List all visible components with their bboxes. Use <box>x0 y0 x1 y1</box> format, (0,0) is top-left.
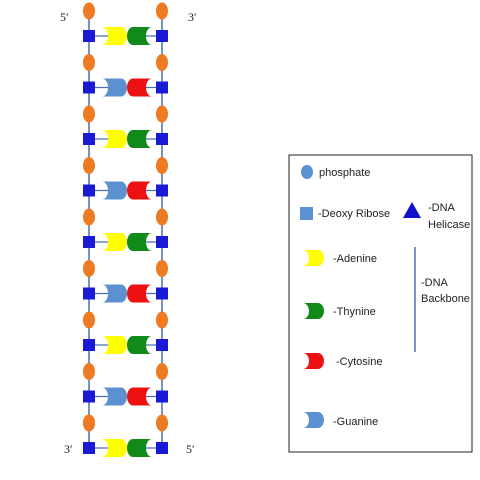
adenine-base <box>102 336 127 354</box>
phosphate-icon <box>156 414 168 432</box>
cytosine-legend-icon <box>303 353 324 369</box>
legend-label-thymine: -Thynine <box>333 306 376 318</box>
legend-label-guanine: -Guanine <box>333 416 378 428</box>
legend-label-helicase-2: Helicase <box>428 219 470 231</box>
deoxyribose-icon <box>156 442 168 454</box>
deoxyribose-icon <box>156 184 168 197</box>
cytosine-base <box>127 78 152 97</box>
adenine-base <box>102 439 127 457</box>
legend-label-helicase-1: -DNA <box>428 202 456 214</box>
phosphate-icon <box>156 105 168 123</box>
thymine-base <box>127 439 152 457</box>
thymine-base <box>127 130 152 148</box>
deoxyribose-icon <box>83 287 95 300</box>
guanine-base <box>102 181 128 200</box>
adenine-base <box>102 233 127 251</box>
thymine-base <box>127 233 152 251</box>
deoxyribose-icon <box>83 236 95 248</box>
legend-label-phosphate: phosphate <box>319 167 370 179</box>
phosphate-icon <box>156 311 168 329</box>
phosphate-icon <box>83 105 95 123</box>
deoxyribose-icon <box>156 30 168 42</box>
phosphate-icon <box>83 157 95 174</box>
deoxyribose-icon <box>83 442 95 454</box>
deoxyribose-icon <box>156 287 168 300</box>
legend: phosphate -Deoxy Ribose -DNA Helicase -A… <box>288 154 473 453</box>
phosphate-icon <box>156 157 168 174</box>
adenine-base <box>102 27 127 45</box>
guanine-legend-icon <box>303 412 324 428</box>
phosphate-icon <box>156 2 168 20</box>
end-label-bottom-right: 5′ <box>186 442 195 456</box>
phosphate-icon <box>156 363 168 380</box>
deoxyribose-icon <box>156 339 168 351</box>
phosphate-icon <box>83 311 95 329</box>
deoxyribose-icon <box>156 133 168 145</box>
legend-label-backbone-2: Backbone <box>421 293 470 305</box>
deoxyribose-icon <box>83 81 95 94</box>
legend-label-cytosine: -Cytosine <box>336 356 382 368</box>
cytosine-base <box>127 284 152 303</box>
deoxyribose-icon <box>156 236 168 248</box>
deoxyribose-icon <box>83 184 95 197</box>
cytosine-base <box>127 181 152 200</box>
deoxyribose-icon <box>83 339 95 351</box>
guanine-base <box>102 387 128 406</box>
phosphate-icon <box>83 54 95 71</box>
guanine-base <box>102 284 128 303</box>
legend-label-deoxyribose: -Deoxy Ribose <box>318 208 390 220</box>
deoxyribose-icon <box>156 81 168 94</box>
end-label-bottom-left: 3′ <box>64 442 73 456</box>
legend-label-backbone-1: -DNA <box>421 277 449 289</box>
phosphate-icon <box>83 414 95 432</box>
helicase-legend-icon <box>403 202 421 218</box>
phosphate-icon <box>83 260 95 277</box>
deoxyribose-icon <box>83 133 95 145</box>
phosphate-icon <box>156 208 168 226</box>
thymine-base <box>127 27 152 45</box>
legend-label-adenine: -Adenine <box>333 253 377 265</box>
phosphate-legend-icon <box>301 165 313 179</box>
deoxyribose-icon <box>83 390 95 403</box>
end-label-top-right: 3′ <box>188 10 197 24</box>
phosphate-icon <box>83 208 95 226</box>
phosphate-icon <box>83 2 95 20</box>
end-label-top-left: 5′ <box>60 10 69 24</box>
deoxyribose-legend-icon <box>300 207 313 220</box>
adenine-base <box>102 130 127 148</box>
phosphate-icon <box>156 54 168 71</box>
thymine-legend-icon <box>303 303 324 319</box>
cytosine-base <box>127 387 152 406</box>
adenine-legend-icon <box>303 250 324 266</box>
thymine-base <box>127 336 152 354</box>
deoxyribose-icon <box>156 390 168 403</box>
deoxyribose-icon <box>83 30 95 42</box>
dna-ladder <box>83 2 168 457</box>
phosphate-icon <box>83 363 95 380</box>
guanine-base <box>102 78 128 97</box>
phosphate-icon <box>156 260 168 277</box>
